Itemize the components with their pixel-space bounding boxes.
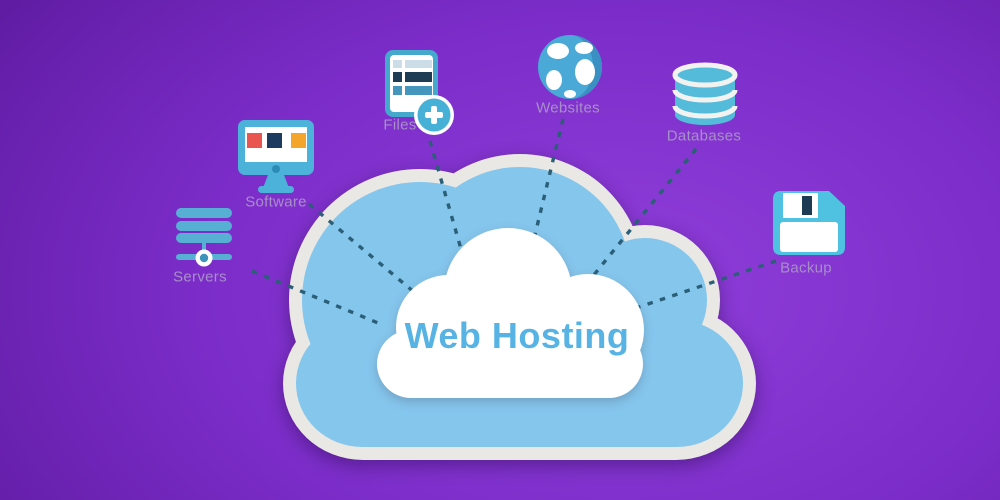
monitor-icon <box>238 120 316 194</box>
plus-badge-icon <box>414 95 454 135</box>
connector-databases <box>591 147 698 278</box>
page-title: Web Hosting <box>404 315 630 356</box>
connector-lines <box>251 118 777 327</box>
globe-icon <box>537 34 603 100</box>
floppy-disk-icon <box>773 191 845 255</box>
connector-software <box>307 202 416 294</box>
inner-cloud <box>377 228 644 398</box>
files-label: Files <box>383 116 417 134</box>
connector-servers <box>251 269 384 327</box>
servers-label: Servers <box>173 268 227 286</box>
databases-label: Databases <box>666 127 742 145</box>
servers-icon <box>176 205 232 267</box>
document-plus-icon <box>385 50 455 136</box>
connector-websites <box>531 118 565 244</box>
database-cylinder-icon <box>672 61 738 129</box>
websites-label: Websites <box>536 99 600 117</box>
software-label: Software <box>245 193 307 211</box>
backup-label: Backup <box>780 259 832 277</box>
